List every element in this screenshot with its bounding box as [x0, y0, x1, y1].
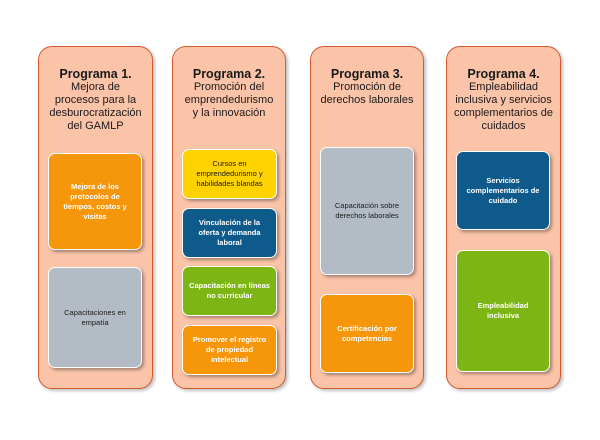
program-2-title: Programa 2.: [192, 67, 266, 81]
program-4-item-inclusive-employability: Empleabilidad inclusiva: [456, 250, 550, 372]
program-1-subtitle-line: procesos para la: [54, 94, 137, 106]
program-4-title: Programa 4.: [467, 67, 540, 81]
program-1-header: Programa 1. Mejora de procesos para la d…: [39, 67, 152, 133]
program-1-item-protocols: Mejora de los protocolos de tiempos, cos…: [48, 153, 142, 250]
program-2-subtitle-line: y la innovación: [192, 107, 266, 119]
program-1-title: Programa 1.: [59, 67, 132, 81]
program-2-item-courses: Cursos en emprendedurismo y habilidades …: [182, 149, 277, 199]
program-2-column: Programa 2. Promoción del emprendedurism…: [172, 46, 286, 389]
program-2-subtitle-line: Promoción del: [193, 81, 265, 93]
program-4-subtitle-line: complementarios de: [453, 107, 554, 119]
program-3-column: Programa 3. Promoción de derechos labora…: [310, 46, 424, 389]
program-4-subtitle-line: cuidados: [481, 120, 526, 132]
program-2-subtitle-line: emprendedurismo: [184, 94, 274, 106]
program-1-column: Programa 1. Mejora de procesos para la d…: [38, 46, 153, 389]
program-3-item-labor-rights: Capacitación sobre derechos laborales: [320, 147, 414, 275]
program-1-item-empathy: Capacitaciones en empatía: [48, 267, 142, 368]
program-4-subtitle-line: inclusiva y servicios: [455, 94, 552, 106]
program-4-column: Programa 4. Empleabilidad inclusiva y se…: [446, 46, 561, 389]
program-4-header: Programa 4. Empleabilidad inclusiva y se…: [447, 67, 560, 133]
program-1-subtitle-line: desburocratización: [49, 107, 142, 119]
program-4-subtitle-line: Empleabilidad: [468, 81, 539, 93]
program-3-title: Programa 3.: [330, 67, 404, 81]
program-2-item-ip-registry: Promover el registro de propiedad intele…: [182, 325, 277, 375]
program-2-item-labor-linkage: Vinculación de la oferta y demanda labor…: [182, 208, 277, 258]
program-2-header: Programa 2. Promoción del emprendedurism…: [173, 67, 285, 120]
program-2-item-training: Capacitación en líneas no curricular: [182, 266, 277, 316]
program-1-subtitle-line: del GAMLP: [67, 120, 124, 132]
program-3-subtitle-line: Promoción de: [333, 81, 401, 93]
program-1-subtitle-line: Mejora de: [71, 81, 120, 93]
program-3-subtitle-line: derechos laborales: [320, 94, 414, 106]
program-3-header: Programa 3. Promoción de derechos labora…: [311, 67, 423, 107]
program-3-item-certification: Certificación por competencias: [320, 294, 414, 373]
program-4-item-care-services: Servicios complementarios de cuidado: [456, 151, 550, 230]
